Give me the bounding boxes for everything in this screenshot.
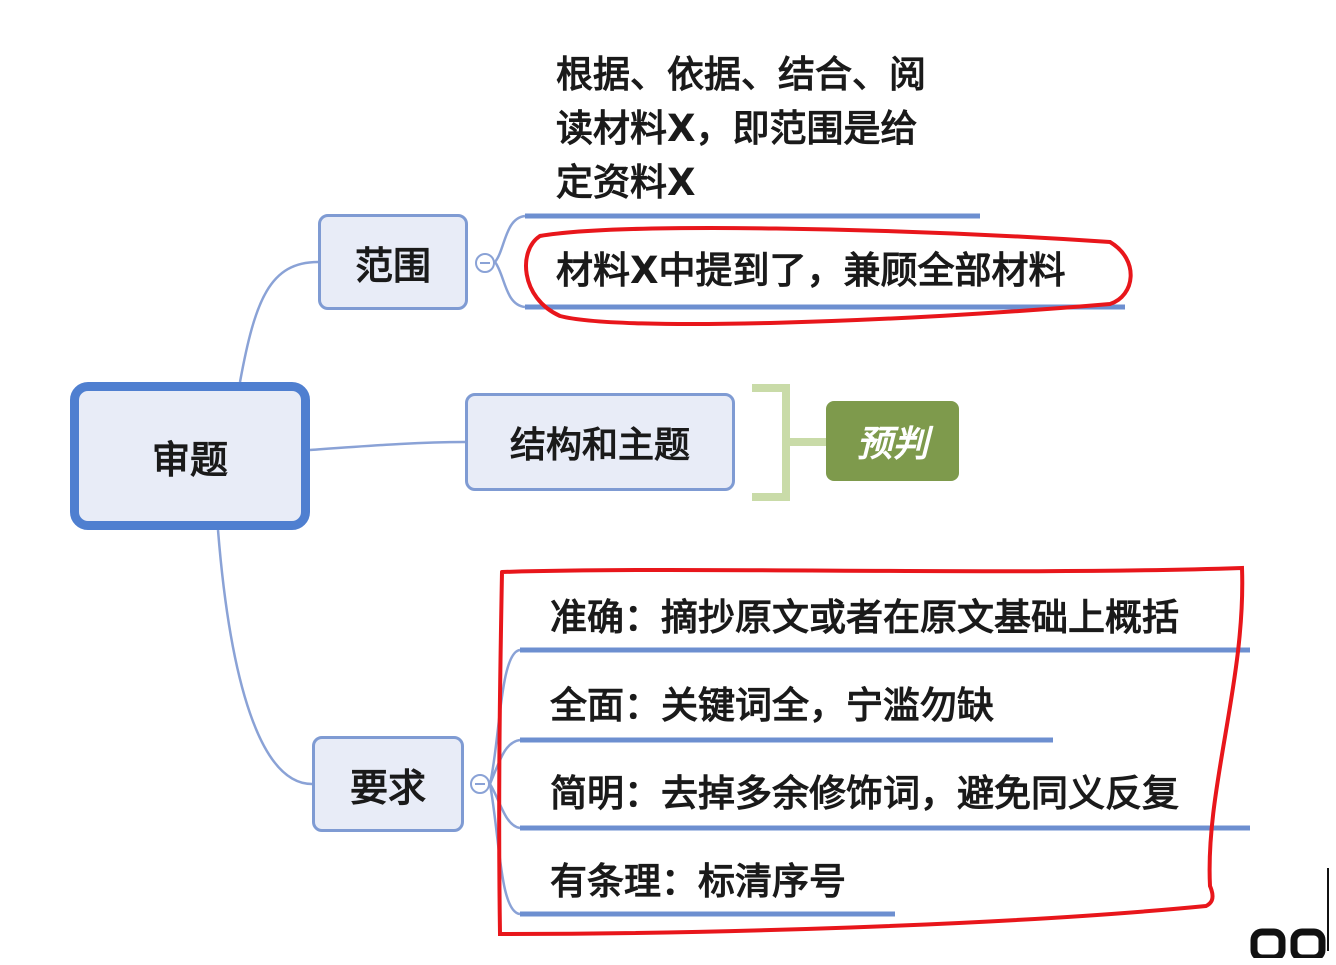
leaf-yaoqiu-3[interactable]: 简明：去掉多余修饰词，避免同义反复 xyxy=(550,772,1179,815)
collapse-minus-icon[interactable] xyxy=(470,774,490,794)
connector-fanwei-leaf2 xyxy=(493,261,526,309)
connector-root-fanwei xyxy=(238,260,319,383)
leaf-yaoqiu-1[interactable]: 准确：摘抄原文或者在原文基础上概括 xyxy=(550,596,1179,639)
branch-node-jiegou[interactable]: 结构和主题 xyxy=(465,393,735,491)
connector-root-yaoqiu xyxy=(216,529,313,786)
connector-fanwei-leaf1 xyxy=(493,214,526,263)
branch-node-yaoqiu[interactable]: 要求 xyxy=(312,736,464,832)
connector-root-jiegou xyxy=(309,440,466,452)
leaf-fanwei-1-line3: 定资料X xyxy=(556,161,696,204)
leaf-fanwei-1[interactable]: 根据、依据、结合、阅 读材料X，即范围是给 定资料X xyxy=(556,48,986,210)
leaf-fanwei-1-line2: 读材料X，即范围是给 xyxy=(556,107,918,150)
connector-yaoqiu-r3 xyxy=(488,783,521,830)
connector-yaoqiu-r4 xyxy=(488,783,521,916)
annotation-ellipse xyxy=(524,226,1133,326)
collapse-minus-icon[interactable] xyxy=(475,253,495,273)
connector-yaoqiu-r2 xyxy=(488,738,521,785)
leaf-yaoqiu-4[interactable]: 有条理：标清序号 xyxy=(550,860,846,903)
leaf-fanwei-1-line1: 根据、依据、结合、阅 xyxy=(556,53,926,96)
bracket-jiegou-tag xyxy=(752,384,826,501)
corner-partial-graphic xyxy=(1250,918,1336,962)
corner-shapes xyxy=(1250,928,1326,962)
annotation-box xyxy=(497,565,1245,937)
leaf-yaoqiu-2[interactable]: 全面：关键词全，宁滥勿缺 xyxy=(550,684,994,727)
tag-yupan[interactable]: 预判 xyxy=(826,401,959,481)
connector-yaoqiu-r1 xyxy=(488,648,521,785)
branch-node-fanwei[interactable]: 范围 xyxy=(318,214,468,310)
root-node[interactable]: 审题 xyxy=(70,382,310,530)
leaf-fanwei-2[interactable]: 材料X中提到了，兼顾全部材料 xyxy=(556,249,1066,292)
